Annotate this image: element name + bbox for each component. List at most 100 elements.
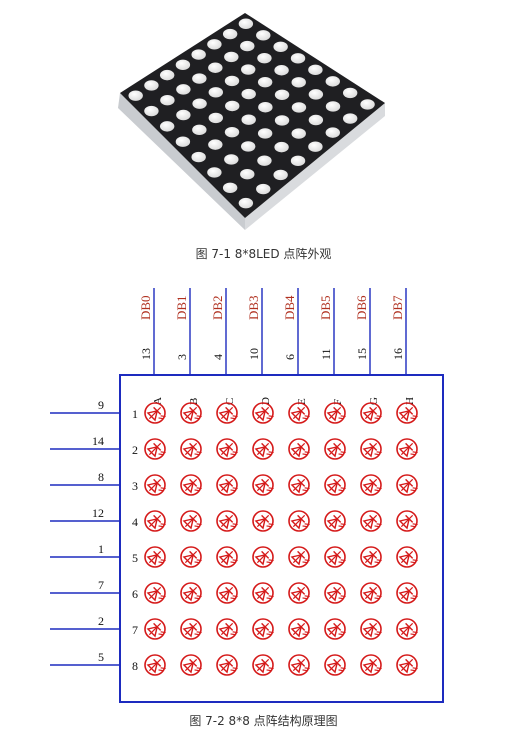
led-emission-arrow [160,451,166,454]
led-diode-lead [400,478,414,492]
led-emission-arrow [338,633,344,636]
led-symbol [396,474,418,496]
led-diode-lead [256,550,270,564]
led-circle [288,474,310,496]
led-emission-arrow [302,417,308,420]
led-circle [324,510,346,532]
led-diode-lead [328,622,342,636]
led-symbol [252,582,274,604]
led-emission-arrow [230,597,236,600]
photo-led-dot [192,98,207,109]
led-diode-lead [256,478,270,492]
led-circle [324,654,346,676]
column-letter: H [404,397,416,405]
row-pin-label: 12 [92,506,104,520]
led-circle [360,474,382,496]
led-emission-arrow [232,595,238,598]
led-symbol [216,402,238,424]
led-diode-lead [400,622,414,636]
photo-led-dot [160,95,175,106]
led-circle [216,618,238,640]
led-circle [288,546,310,568]
led-diode-lead [292,550,306,564]
led-circle [396,546,418,568]
led-symbol [252,618,274,640]
led-emission-arrow [376,667,382,670]
led-symbol [180,402,202,424]
led-emission-arrow [410,525,416,528]
led-diode-lead [292,442,306,456]
led-diode-lead [256,658,270,672]
photo-led-dot [240,169,255,180]
led-circle [288,510,310,532]
led-emission-arrow [158,561,164,564]
led-symbol [360,402,382,424]
led-diode-lead [220,622,234,636]
led-diode-lead [148,622,162,636]
led-emission-arrow [194,561,200,564]
led-matrix-photo [118,13,385,230]
photo-led-dot [159,121,175,132]
led-diode-lead [220,586,234,600]
led-symbol [144,618,166,640]
led-emission-arrow [304,631,310,634]
column-letter: A [152,397,164,405]
led-diode-lead [256,442,270,456]
led-diode-lead [364,550,378,564]
led-emission-arrow [304,523,310,526]
photo-led-dot [208,112,224,124]
column-letter: B [188,398,200,405]
led-circle [180,546,202,568]
column-pin-label: 6 [283,354,297,360]
led-diode-lead [184,658,198,672]
led-diode-lead [364,406,378,420]
led-circle [144,474,166,496]
led-circle [252,582,274,604]
led-emission-arrow [266,489,272,492]
led-emission-arrow [376,451,382,454]
photo-led-dot [241,88,256,100]
led-circle [324,402,346,424]
photo-led-dot [291,128,306,139]
led-circle [396,510,418,532]
led-emission-arrow [196,559,202,562]
led-emission-arrow [374,417,380,420]
led-symbol [360,474,382,496]
photo-led-dot [208,139,223,150]
led-diode-lead [148,586,162,600]
led-circle [252,618,274,640]
led-emission-arrow [194,633,200,636]
photo-led-dot [360,99,375,110]
column-pin-label: 11 [319,348,333,360]
led-emission-arrow [232,523,238,526]
photo-led-dot [191,151,206,163]
led-circle [324,438,346,460]
led-emission-arrow [340,559,346,562]
led-symbol [144,438,166,460]
led-circle [216,474,238,496]
led-symbol [396,582,418,604]
led-diode-lead [184,586,198,600]
row-number: 8 [132,659,138,673]
photo-led-dot [192,73,207,84]
led-symbol [252,438,274,460]
led-emission-arrow [194,489,200,492]
led-diode-lead [220,658,234,672]
photo-led-dot [257,128,273,139]
led-diode-lead [184,550,198,564]
led-circle [396,474,418,496]
led-symbol [324,438,346,460]
led-circle [216,582,238,604]
led-emission-arrow [410,633,416,636]
row-pin-label: 7 [98,578,104,592]
led-symbol [144,582,166,604]
led-emission-arrow [374,525,380,528]
data-bus-label: DB0 [138,295,153,320]
led-emission-arrow [338,453,344,456]
led-emission-arrow [338,489,344,492]
led-emission-arrow [232,559,238,562]
led-emission-arrow [340,451,346,454]
led-symbol [180,654,202,676]
led-circle [252,654,274,676]
led-circle [288,654,310,676]
